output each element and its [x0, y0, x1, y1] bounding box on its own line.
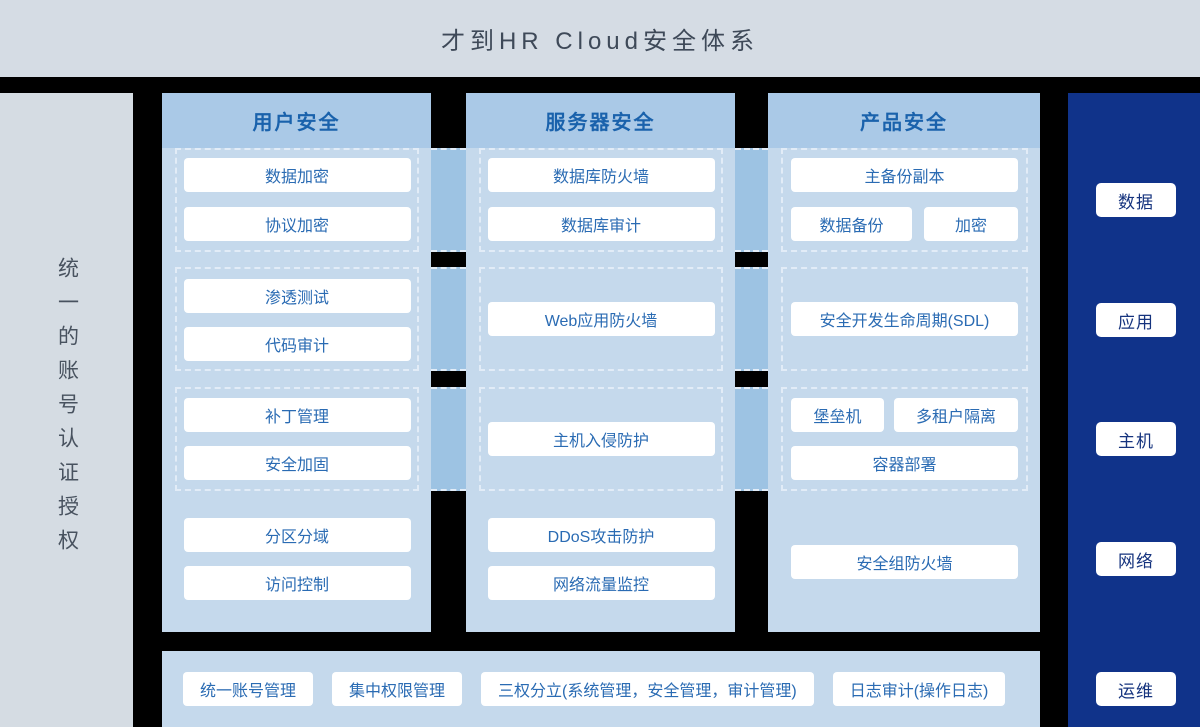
- group-user-row3: 补丁管理 安全加固: [175, 387, 419, 491]
- column-user-security-header: 用户安全: [162, 93, 431, 148]
- column-product-security: 产品安全 主备份副本 数据备份 加密 安全开发生命周期(SDL) 堡垒机 多租户…: [768, 93, 1040, 632]
- connector-server-product-row2: [735, 267, 768, 371]
- group-product-row2: 安全开发生命周期(SDL): [781, 267, 1028, 371]
- layer-host: 主机: [1096, 422, 1176, 456]
- node-centralized-permission-management: 集中权限管理: [332, 672, 463, 706]
- right-rail-layers: 数据 应用 主机 网络 运维: [1068, 93, 1200, 727]
- group-server-row4: DDoS攻击防护 网络流量监控: [479, 491, 723, 659]
- node-multi-tenant-isolation: 多租户隔离: [894, 398, 1018, 432]
- connector-server-product-row1: [735, 148, 768, 252]
- node-db-audit: 数据库审计: [487, 207, 715, 241]
- node-protocol-encryption: 协议加密: [183, 207, 411, 241]
- node-data-backup: 数据备份: [791, 207, 912, 241]
- connector-user-server-row1: [431, 148, 466, 252]
- group-server-row1: 数据库防火墙 数据库审计: [479, 148, 723, 252]
- node-primary-backup-replica: 主备份副本: [791, 158, 1018, 192]
- node-pair-bastion-tenant: 堡垒机 多租户隔离: [791, 398, 1018, 432]
- node-encryption: 加密: [924, 207, 1018, 241]
- column-server-security-header: 服务器安全: [466, 93, 735, 148]
- bottom-bar-governance: 统一账号管理 集中权限管理 三权分立(系统管理，安全管理，审计管理) 日志审计(…: [162, 651, 1040, 727]
- group-server-row3: 主机入侵防护: [479, 387, 723, 491]
- connector-user-server-row3: [431, 387, 466, 491]
- column-product-security-header: 产品安全: [768, 93, 1040, 148]
- group-user-row2: 渗透测试 代码审计: [175, 267, 419, 371]
- node-pair-backup-encrypt: 数据备份 加密: [791, 207, 1018, 241]
- node-code-audit: 代码审计: [183, 327, 411, 361]
- node-sdl: 安全开发生命周期(SDL): [791, 302, 1018, 336]
- column-server-security: 服务器安全 数据库防火墙 数据库审计 Web应用防火墙 主机入侵防护 DDoS攻…: [466, 93, 735, 632]
- node-container-deployment: 容器部署: [791, 446, 1018, 480]
- group-product-row1: 主备份副本 数据备份 加密: [781, 148, 1028, 252]
- node-patch-management: 补丁管理: [183, 398, 411, 432]
- group-server-row2: Web应用防火墙: [479, 267, 723, 371]
- layer-network: 网络: [1096, 542, 1176, 576]
- group-product-row4: 安全组防火墙: [781, 491, 1028, 632]
- left-rail-unified-auth: 统一的账号认证授权: [0, 93, 133, 727]
- node-security-group-firewall: 安全组防火墙: [791, 544, 1018, 579]
- node-db-firewall: 数据库防火墙: [487, 158, 715, 192]
- page-header: 才到HR Cloud安全体系: [0, 0, 1200, 77]
- node-data-encryption: 数据加密: [183, 158, 411, 192]
- left-rail-label: 统一的账号认证授权: [55, 257, 79, 563]
- group-product-row3: 堡垒机 多租户隔离 容器部署: [781, 387, 1028, 491]
- node-security-hardening: 安全加固: [183, 446, 411, 480]
- page-title: 才到HR Cloud安全体系: [440, 28, 760, 55]
- node-unified-account-management: 统一账号管理: [183, 672, 314, 706]
- group-user-row1: 数据加密 协议加密: [175, 148, 419, 252]
- node-partitioning: 分区分域: [183, 518, 411, 552]
- node-bastion-host: 堡垒机: [791, 398, 884, 432]
- node-traffic-monitoring: 网络流量监控: [487, 566, 715, 600]
- node-separation-of-powers: 三权分立(系统管理，安全管理，审计管理): [481, 672, 814, 706]
- layer-operations: 运维: [1096, 672, 1176, 706]
- layer-application: 应用: [1096, 303, 1176, 337]
- group-user-row4: 分区分域 访问控制: [175, 491, 419, 659]
- column-user-security: 用户安全 数据加密 协议加密 渗透测试 代码审计 补丁管理 安全加固 分区分域 …: [162, 93, 431, 632]
- node-ddos-protection: DDoS攻击防护: [487, 518, 715, 552]
- node-host-intrusion-protection: 主机入侵防护: [487, 422, 715, 456]
- layer-data: 数据: [1096, 183, 1176, 217]
- node-web-app-firewall: Web应用防火墙: [487, 302, 715, 336]
- connector-user-server-row2: [431, 267, 466, 371]
- node-access-control: 访问控制: [183, 566, 411, 600]
- node-penetration-test: 渗透测试: [183, 279, 411, 313]
- connector-server-product-row3: [735, 387, 768, 491]
- node-log-audit: 日志审计(操作日志): [832, 672, 1006, 706]
